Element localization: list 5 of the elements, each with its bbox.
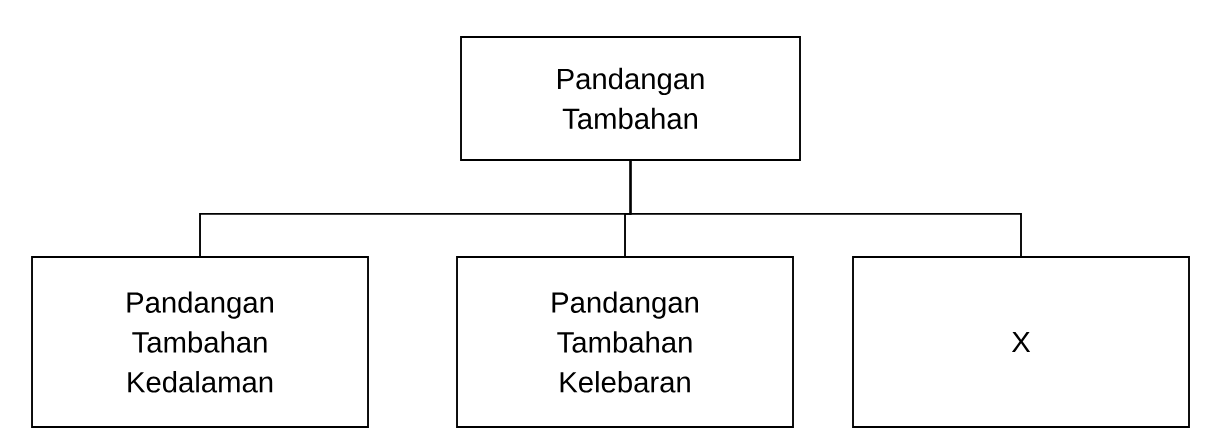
box: Pandangan Tambahan Kelebaran [456,256,794,428]
box: X [852,256,1190,428]
box: Pandangan Tambahan Kedalaman [31,256,369,428]
connector-line [629,160,1022,257]
box: Pandangan Tambahan [460,36,801,161]
